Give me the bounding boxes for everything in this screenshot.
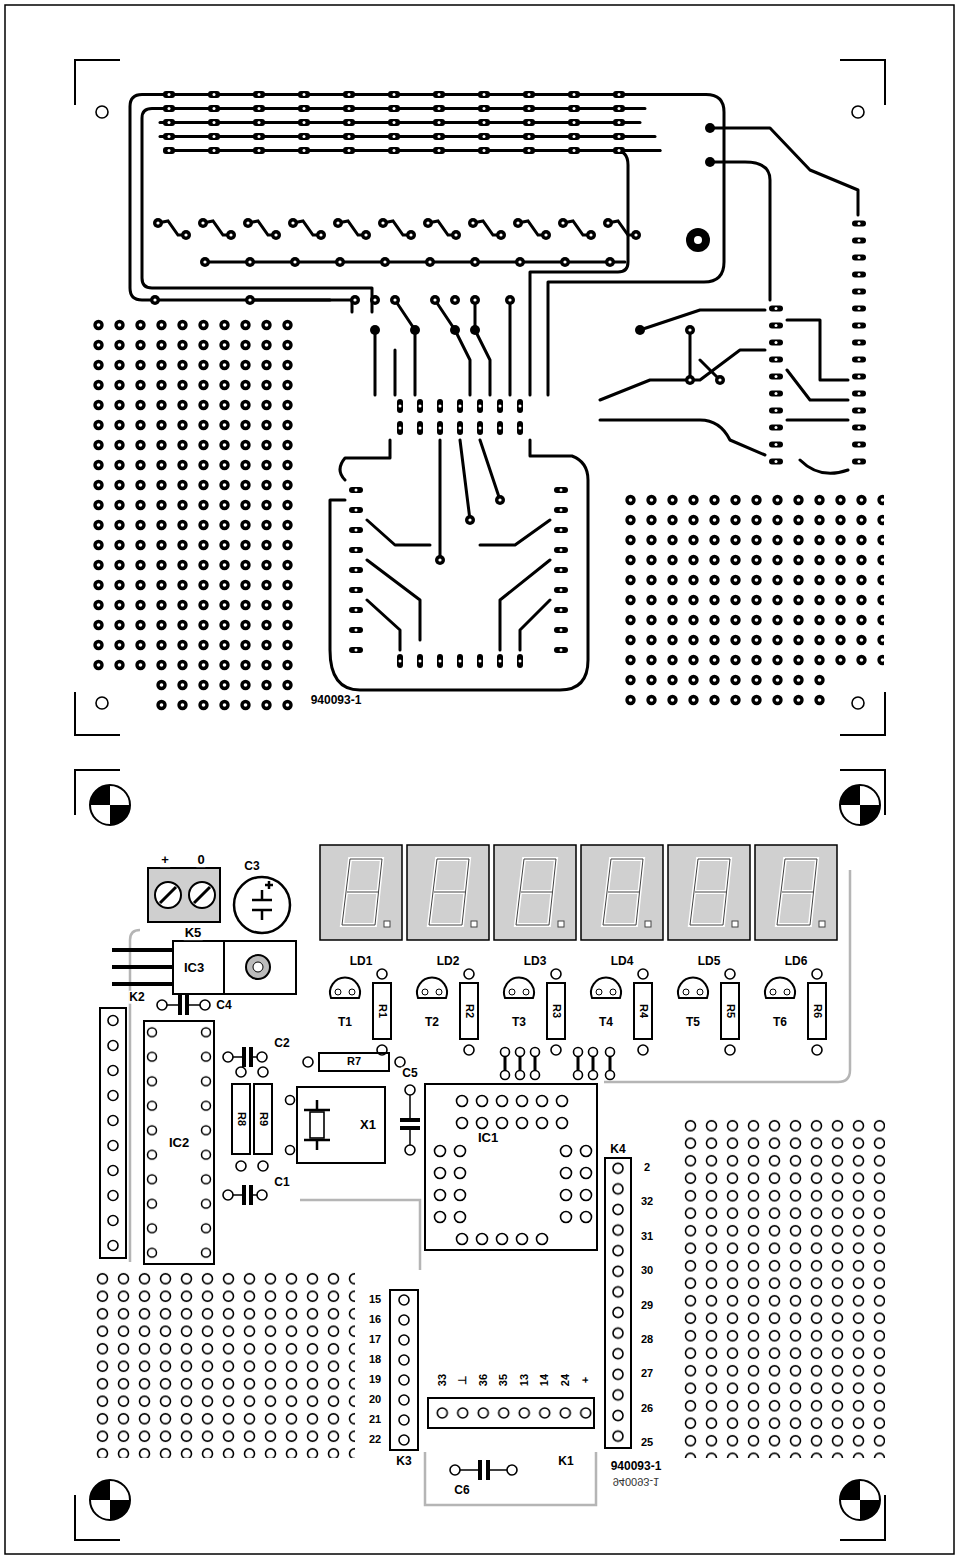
part-name: X1 [360,1118,376,1132]
part-label: T6 [772,1016,788,1029]
part-label: K5 [184,926,203,940]
sheet-frame [5,5,954,1554]
part-name: IC2 [169,1136,189,1150]
part-name: IC3 [184,961,204,975]
ic-outline: IC3 [172,940,297,995]
pin-number: 31 [640,1231,654,1243]
pin-number: 20 [368,1394,382,1406]
resistor-body: R4 [633,982,653,1040]
resistor-body: R1 [372,982,392,1040]
part-name: R7 [347,1056,361,1068]
crystal-outline: X1 [296,1086,386,1164]
pin-number: 28 [640,1334,654,1346]
pin-number: 22 [368,1434,382,1446]
part-label: 0 [196,853,205,867]
part-name: R8 [235,1112,247,1126]
pin-number: 25 [640,1437,654,1449]
pin-number: 29 [640,1300,654,1312]
part-label: 940093-1 [310,694,363,707]
pin-number: 30 [640,1265,654,1277]
pin-number: 16 [368,1314,382,1326]
part-label: 940093-1 [612,1475,661,1487]
pin-number: 33 [437,1373,449,1387]
part-label: 940093-1 [610,1460,663,1473]
part-name: R4 [637,1004,649,1018]
part-label: LD5 [697,955,722,968]
pin-number: + [580,1376,592,1384]
pin-number: 19 [368,1374,382,1386]
pin-number: ⊥ [457,1374,469,1386]
part-name: R3 [550,1004,562,1018]
part-name: R1 [376,1004,388,1018]
pin-number: 14 [539,1373,551,1387]
part-name: IC1 [478,1131,498,1145]
resistor-body: R9 [253,1083,273,1155]
part-name: R2 [463,1004,475,1018]
resistor-body: R8 [231,1083,251,1155]
copper-track-layout [88,88,884,715]
part-label: C3 [243,860,260,873]
pin-number: 2 [643,1162,651,1174]
part-label: K2 [128,991,145,1004]
part-label: T5 [685,1016,701,1029]
pin-number: 18 [368,1354,382,1366]
part-label: K1 [557,1455,574,1468]
part-label: LD3 [523,955,548,968]
resistor-body: R6 [807,982,827,1040]
pin-number: 17 [368,1334,382,1346]
resistor-body: R5 [720,982,740,1040]
pin-number: 27 [640,1368,654,1380]
pin-number: 26 [640,1403,654,1415]
pin-number: 35 [498,1373,510,1387]
pin-number: 15 [368,1294,382,1306]
part-label: C5 [401,1067,418,1080]
part-name: R6 [811,1004,823,1018]
resistor-body: R3 [546,982,566,1040]
pin-number: 13 [519,1373,531,1387]
part-label: + [160,853,170,867]
part-label: C1 [273,1176,290,1189]
ic-outline: IC1 [424,1083,598,1251]
ic-outline: IC2 [143,1020,215,1265]
part-label: T2 [424,1016,440,1029]
part-label: C6 [453,1484,470,1497]
pin-number: 24 [560,1373,572,1387]
part-label: T4 [598,1016,614,1029]
pin-number: 32 [640,1196,654,1208]
part-label: T3 [511,1016,527,1029]
part-label: LD6 [784,955,809,968]
component-layout [90,785,885,1520]
part-label: C2 [273,1037,290,1050]
part-label: T1 [337,1016,353,1029]
part-name: R5 [724,1004,736,1018]
part-label: LD1 [349,955,374,968]
resistor-body: R2 [459,982,479,1040]
part-label: C4 [215,999,232,1012]
part-label: K3 [395,1455,412,1468]
part-name: R9 [257,1112,269,1126]
part-label: LD2 [436,955,461,968]
pin-number: 21 [368,1414,382,1426]
resistor-body: R7 [318,1052,390,1072]
part-label: LD4 [610,955,635,968]
pin-number: 36 [478,1373,490,1387]
part-label: K4 [609,1143,626,1156]
